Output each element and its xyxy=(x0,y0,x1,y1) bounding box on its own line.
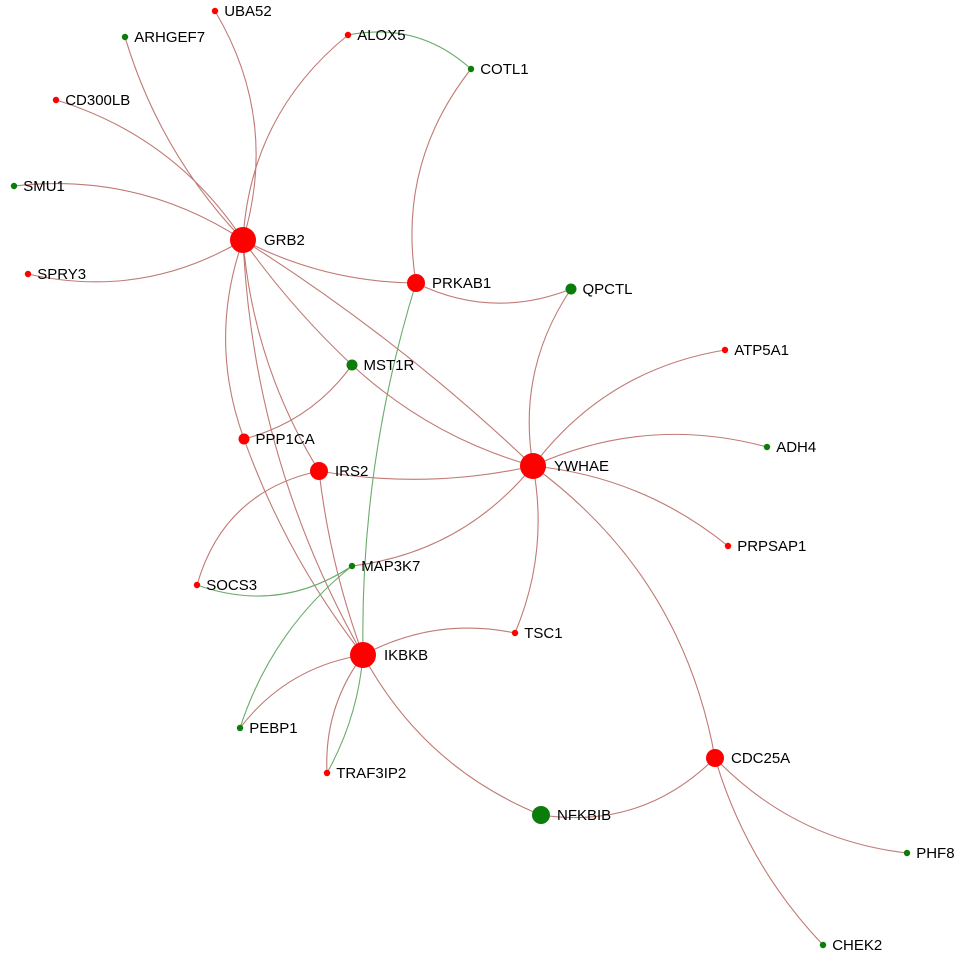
edge-ywhae-prpsap1 xyxy=(532,465,729,547)
node-mst1r xyxy=(346,359,358,371)
node-label-prpsap1: PRPSAP1 xyxy=(737,538,806,555)
node-label-arhgef7: ARHGEF7 xyxy=(134,29,205,46)
edge-ikbkb-traf3ip2 xyxy=(326,654,364,774)
node-label-chek2: CHEK2 xyxy=(832,937,882,954)
node-phf8 xyxy=(903,849,911,857)
edge-ikbkb-traf3ip2 xyxy=(326,654,364,774)
edge-ywhae-adh4 xyxy=(532,433,768,467)
edge-grb2-mst1r xyxy=(242,239,353,366)
node-label-nfkbib: NFKBIB xyxy=(557,807,611,824)
edge-ppp1ca-ikbkb xyxy=(243,438,364,656)
node-prpsap1 xyxy=(724,542,732,550)
node-label-prkab1: PRKAB1 xyxy=(432,275,491,292)
edge-qpctl-ywhae xyxy=(528,288,572,467)
node-atp5a1 xyxy=(721,346,729,354)
node-pebp1 xyxy=(236,724,244,732)
edge-ikbkb-nfkbib xyxy=(362,654,542,816)
edge-ywhae-map3k7 xyxy=(351,465,534,567)
node-uba52 xyxy=(211,7,219,15)
node-traf3ip2 xyxy=(323,769,331,777)
edge-ywhae-cdc25a xyxy=(532,465,716,759)
edge-grb2-uba52 xyxy=(214,10,257,241)
node-label-tsc1: TSC1 xyxy=(524,625,562,642)
edge-grb2-ikbkb xyxy=(242,239,364,656)
node-arhgef7 xyxy=(121,33,129,41)
node-socs3 xyxy=(193,581,201,589)
edge-map3k7-socs3 xyxy=(196,565,353,597)
node-label-socs3: SOCS3 xyxy=(206,577,257,594)
node-label-atp5a1: ATP5A1 xyxy=(734,342,789,359)
edge-grb2-arhgef7 xyxy=(124,36,244,241)
node-smu1 xyxy=(10,182,18,190)
edge-alox5-cotl1 xyxy=(347,31,472,70)
edge-grb2-ywhae xyxy=(242,239,534,467)
node-label-ppp1ca: PPP1CA xyxy=(256,431,315,448)
edge-irs2-ikbkb xyxy=(318,470,364,656)
edge-grb2-alox5 xyxy=(242,34,349,241)
edge-ywhae-tsc1 xyxy=(514,465,539,634)
node-label-grb2: GRB2 xyxy=(264,232,305,249)
node-label-phf8: PHF8 xyxy=(916,845,954,862)
node-label-spry3: SPRY3 xyxy=(37,266,86,283)
edge-mst1r-ywhae xyxy=(351,364,534,467)
node-map3k7 xyxy=(348,562,356,570)
node-label-qpctl: QPCTL xyxy=(583,281,633,298)
node-ikbkb xyxy=(350,642,376,668)
node-adh4 xyxy=(763,443,771,451)
node-label-uba52: UBA52 xyxy=(224,3,272,20)
node-cdc25a xyxy=(706,749,724,767)
edge-map3k7-pebp1 xyxy=(239,565,353,729)
edge-grb2-irs2 xyxy=(242,239,320,472)
edge-cdc25a-chek2 xyxy=(714,757,824,946)
node-label-ikbkb: IKBKB xyxy=(384,647,428,664)
node-label-smu1: SMU1 xyxy=(23,178,65,195)
edge-cdc25a-phf8 xyxy=(714,757,908,854)
node-label-adh4: ADH4 xyxy=(776,439,816,456)
node-spry3 xyxy=(24,270,32,278)
node-prkab1 xyxy=(407,274,425,292)
node-label-cotl1: COTL1 xyxy=(480,61,528,78)
node-tsc1 xyxy=(511,629,519,637)
node-label-map3k7: MAP3K7 xyxy=(361,558,420,575)
edge-cotl1-prkab1 xyxy=(411,68,472,284)
edge-grb2-spry3 xyxy=(27,239,244,283)
node-label-alox5: ALOX5 xyxy=(357,27,405,44)
edge-mst1r-ppp1ca xyxy=(243,364,353,440)
node-cd300lb xyxy=(52,96,60,104)
edge-ywhae-atp5a1 xyxy=(532,349,726,467)
node-label-irs2: IRS2 xyxy=(335,463,368,480)
edge-ikbkb-pebp1 xyxy=(239,654,364,729)
node-label-traf3ip2: TRAF3IP2 xyxy=(336,765,406,782)
edge-cdc25a-nfkbib xyxy=(540,757,716,819)
node-label-cd300lb: CD300LB xyxy=(65,92,130,109)
node-alox5 xyxy=(344,31,352,39)
node-qpctl xyxy=(565,283,577,295)
edge-prkab1-qpctl xyxy=(415,282,572,304)
nodes-layer xyxy=(10,7,911,949)
edge-grb2-cd300lb xyxy=(55,99,244,241)
edges-layer xyxy=(13,10,908,946)
node-label-cdc25a: CDC25A xyxy=(731,750,790,767)
edge-irs2-socs3 xyxy=(196,470,320,586)
edge-ikbkb-tsc1 xyxy=(362,627,516,656)
node-cotl1 xyxy=(467,65,475,73)
node-ppp1ca xyxy=(238,433,250,445)
node-ywhae xyxy=(520,453,546,479)
node-irs2 xyxy=(310,462,328,480)
edge-grb2-smu1 xyxy=(13,183,244,241)
node-label-ywhae: YWHAE xyxy=(554,458,609,475)
edge-ywhae-irs2 xyxy=(318,465,534,480)
node-label-pebp1: PEBP1 xyxy=(249,720,297,737)
edge-grb2-prkab1 xyxy=(242,239,417,284)
node-grb2 xyxy=(230,227,256,253)
node-chek2 xyxy=(819,941,827,949)
node-label-mst1r: MST1R xyxy=(364,357,415,374)
edge-grb2-ppp1ca xyxy=(225,239,245,440)
node-nfkbib xyxy=(532,806,550,824)
edge-prkab1-ikbkb xyxy=(362,282,417,656)
